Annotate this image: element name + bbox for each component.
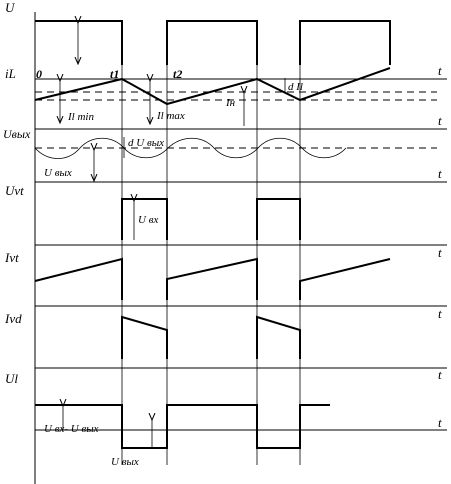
- t0-label: 0: [36, 67, 42, 81]
- t-label-il: t: [438, 63, 442, 78]
- d-uout-label: d U вых: [128, 137, 164, 149]
- il-max-label: Il max: [156, 110, 185, 122]
- t2-label: t2: [173, 67, 182, 81]
- uout-ripple-curve: [34, 137, 347, 159]
- t-label-ul: t: [438, 415, 442, 430]
- axis-t-labels: t t t t t t t: [438, 63, 442, 430]
- trace-label-uout: Uвых: [3, 127, 31, 141]
- t-label-ivd: t: [438, 306, 442, 321]
- trace-label-ul: Ul: [5, 371, 18, 386]
- t-label-ivt: t: [438, 245, 442, 260]
- uin-label: U вх: [138, 214, 158, 226]
- trace-label-u: U: [5, 0, 16, 15]
- i-load-label: Iн: [225, 97, 236, 109]
- t-label-ivd-zero: t: [438, 367, 442, 382]
- uvt-waveform: [121, 198, 301, 240]
- d-il-label: d Il: [288, 81, 303, 93]
- trace-label-ivd: Ivd: [4, 311, 22, 326]
- uin-minus-uout-label: U вх- U вых: [44, 423, 99, 435]
- t1-label: t1: [110, 67, 119, 81]
- ivd-waveform: [121, 315, 301, 359]
- t-label-uout: t: [438, 113, 442, 128]
- il-min-label: Il min: [67, 111, 94, 123]
- ul-uout-label: U вых: [111, 456, 139, 468]
- uout-label: U вых: [44, 167, 72, 179]
- ul-waveform: [35, 404, 330, 449]
- il-triangle-waveform: [34, 67, 391, 106]
- t-label-uvt: t: [438, 166, 442, 181]
- trace-label-ivt: Ivt: [4, 250, 19, 265]
- time-axes: [35, 78, 447, 431]
- trace-label-uvt: Uvt: [5, 183, 24, 198]
- trace-labels: U iL Uвых Uvt Ivt Ivd Ul: [3, 0, 31, 386]
- ivt-waveform: [34, 257, 391, 300]
- u-pulse-waveform: [35, 20, 391, 65]
- trace-label-il: iL: [5, 66, 16, 81]
